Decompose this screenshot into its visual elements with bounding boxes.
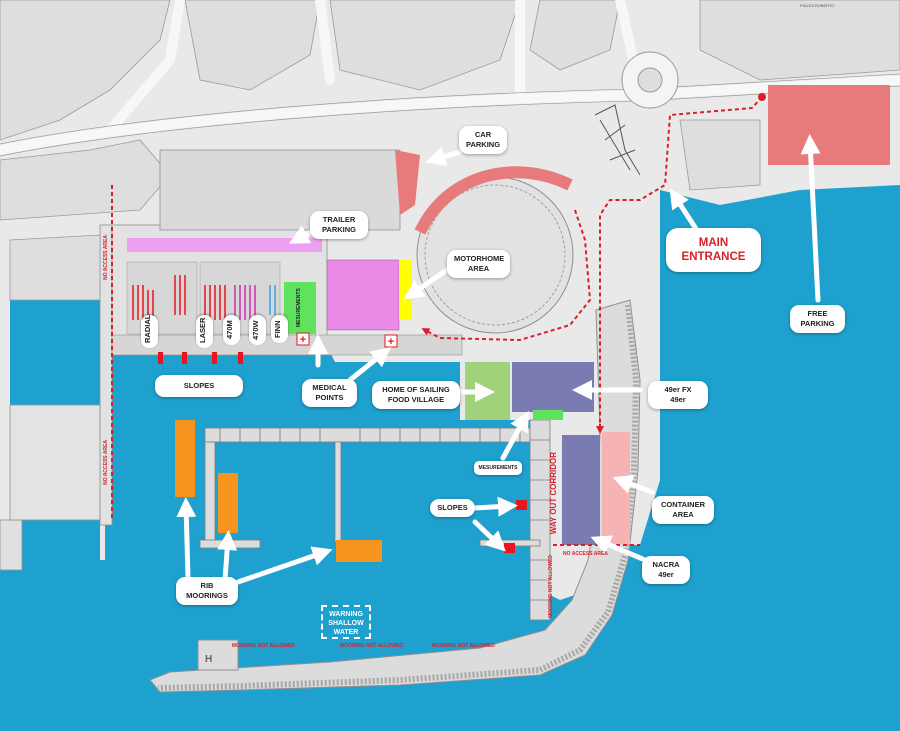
container-area-label: CONTAINER AREA (652, 496, 714, 524)
slopes-top-label: SLOPES (155, 375, 243, 397)
class-label-470w: 470W (249, 315, 266, 345)
mesurements-zone-small (533, 410, 563, 420)
rib-moorings-label: RIB MOORINGS (176, 577, 238, 605)
street-label: PIAZZA ROBERTO (800, 3, 835, 8)
free-parking-zone (768, 85, 890, 165)
town-buildings (0, 0, 900, 301)
no-access-left-bottom: NO ACCESS AREA (103, 440, 109, 485)
mooring-not-allowed-2: MOORING NOT ALLOWED (340, 643, 403, 649)
home-of-sailing-label: HOME OF SAILING FOOD VILLAGE (372, 381, 460, 409)
free-parking-label: FREE PARKING (790, 305, 845, 333)
nacra-zone (562, 435, 600, 545)
left-building (9, 404, 101, 521)
measurement-inside-label: MESUREMENTS (296, 288, 302, 327)
breakwater-rocks (157, 304, 640, 691)
mooring-not-allowed-1: MOORING NOT ALLOWED (232, 643, 295, 649)
class-label-radial: RADIAL (141, 315, 158, 348)
way-out-corridor-label: WAY OUT CORRIDOR (549, 452, 558, 535)
class-label-470m: 470M (223, 315, 240, 345)
car-parking-zone (395, 150, 420, 215)
slope-marker-b (504, 543, 515, 553)
nacra-label: NACRA 49er (642, 556, 690, 584)
medical-point-2: + (384, 334, 398, 348)
medical-point-1: + (296, 332, 310, 346)
no-access-right: NO ACCESS AREA (563, 551, 608, 557)
no-access-left-top: NO ACCESS AREA (103, 235, 109, 280)
entrance-dot (758, 93, 766, 101)
container-zone (602, 432, 630, 544)
motorhome-area-label: MOTORHOME AREA (447, 250, 510, 278)
slope-marker-a (516, 500, 527, 510)
boat-racks (126, 261, 281, 335)
slope-markers-top (158, 352, 243, 364)
mesurements-label: MESUREMENTS (474, 461, 522, 475)
left-seawall (0, 519, 23, 571)
slopes-bottom-label: SLOPES (430, 499, 475, 517)
class-49er-fx-zone (512, 362, 594, 412)
sea-left-basin (10, 300, 100, 405)
breakwater (149, 299, 641, 693)
car-parking-label: CAR PARKING (459, 126, 507, 154)
measurement-zone (284, 282, 316, 334)
motorhome-zone (326, 259, 400, 331)
mooring-not-allowed-vertical: MOORING NOT ALLOWED (548, 555, 554, 618)
rib-mooring-2 (218, 473, 238, 533)
breakwater-tip (197, 639, 239, 671)
class-49er-fx-label: 49er FX 49er (648, 381, 708, 409)
motorhome-yellow-strip (399, 260, 412, 320)
rib-mooring-1 (175, 420, 195, 497)
class-label-finn: FINN (271, 315, 288, 343)
trailer-parking-label: TRAILER PARKING (310, 211, 368, 239)
streets (0, 0, 900, 155)
crane (594, 104, 641, 176)
medical-points-label: MEDICAL POINTS (302, 379, 357, 407)
warning-shallow-water: WARNING SHALLOW WATER (321, 605, 371, 639)
main-entrance-label: MAIN ENTRANCE (666, 228, 761, 272)
street-edges (0, 73, 900, 157)
trailer-parking-zone (127, 238, 322, 252)
callout-arrows (176, 134, 821, 585)
pontoon-ticks (219, 428, 550, 601)
car-parking-arc (414, 166, 573, 235)
medical-cross: + (300, 334, 306, 346)
rib-mooring-3 (336, 540, 382, 562)
class-label-laser: LASER (196, 315, 213, 348)
mooring-not-allowed-3: MOORING NOT ALLOWED (432, 643, 495, 649)
medical-cross: + (388, 336, 394, 348)
svg-text:H: H (205, 654, 212, 665)
